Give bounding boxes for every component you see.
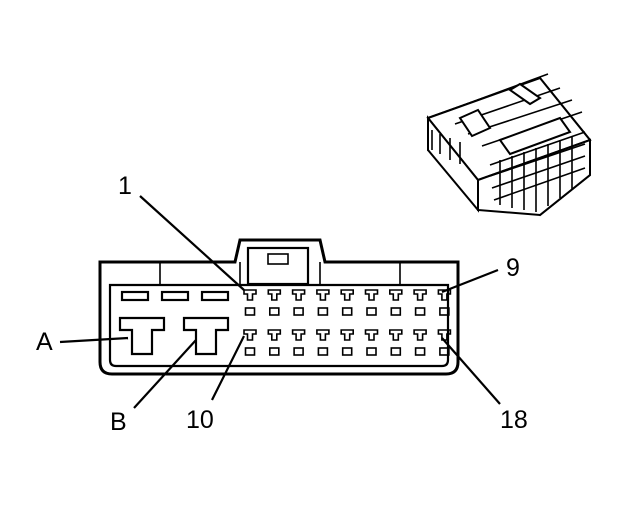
signal-pin-17 xyxy=(413,329,427,341)
signal-pin-11 xyxy=(267,329,282,341)
signal-pin-16 xyxy=(389,329,403,341)
signal-pin-9-lock xyxy=(439,307,450,316)
signal-pin-7-lock xyxy=(390,307,402,316)
top-slot xyxy=(120,290,150,302)
signal-pin-15 xyxy=(364,329,379,341)
signal-pin-10-lock xyxy=(244,347,256,356)
signal-pin-2 xyxy=(267,289,282,301)
leader-pin-1 xyxy=(139,195,245,291)
signal-pin-10 xyxy=(243,329,257,341)
signal-pin-18 xyxy=(437,329,452,341)
signal-pin-13-lock xyxy=(317,347,329,356)
signal-pin-12 xyxy=(291,329,306,341)
signal-pin-14-lock xyxy=(341,347,353,356)
signal-pin-8-lock xyxy=(414,307,426,316)
label-pin-1: 1 xyxy=(118,172,132,200)
signal-pin-9 xyxy=(437,289,452,301)
power-cavity-b xyxy=(182,316,230,356)
top-slot xyxy=(200,290,230,302)
signal-pin-14 xyxy=(340,329,354,341)
signal-pin-4-lock xyxy=(317,307,329,316)
signal-pin-18-lock xyxy=(439,347,450,356)
signal-pin-8 xyxy=(413,289,427,301)
label-pin-18: 18 xyxy=(500,406,528,434)
connector-face-view xyxy=(98,238,460,376)
label-cavity-a: A xyxy=(36,328,53,356)
signal-pin-grid xyxy=(243,289,452,356)
label-pin-9: 9 xyxy=(506,254,520,282)
signal-pin-5 xyxy=(340,289,354,301)
signal-pin-17-lock xyxy=(414,347,426,356)
signal-pin-15-lock xyxy=(366,347,377,356)
signal-pin-13 xyxy=(316,329,330,341)
leader-cavity-a xyxy=(59,336,129,344)
signal-pin-5-lock xyxy=(341,307,353,316)
leader-pin-10 xyxy=(211,335,245,401)
callout-leaders xyxy=(59,195,501,409)
leader-pin-18 xyxy=(441,337,501,405)
leader-pin-9 xyxy=(441,268,499,294)
label-cavity-b: B xyxy=(110,408,127,436)
signal-pin-6-lock xyxy=(366,307,377,316)
connector-isometric-view xyxy=(426,73,592,217)
latch-slot xyxy=(267,253,289,265)
power-cavity-a xyxy=(118,316,166,356)
latch-tab xyxy=(246,246,310,286)
signal-pin-7 xyxy=(389,289,403,301)
signal-pin-2-lock xyxy=(268,307,280,316)
signal-pin-11-lock xyxy=(268,347,280,356)
signal-pin-12-lock xyxy=(293,347,304,356)
signal-pin-1 xyxy=(243,289,257,301)
signal-pin-6 xyxy=(364,289,379,301)
signal-pin-1-lock xyxy=(244,307,256,316)
signal-pin-3 xyxy=(291,289,306,301)
top-slot xyxy=(160,290,190,302)
signal-pin-16-lock xyxy=(390,347,402,356)
label-pin-10: 10 xyxy=(186,406,214,434)
signal-pin-3-lock xyxy=(293,307,304,316)
signal-pin-4 xyxy=(316,289,330,301)
leader-cavity-b xyxy=(133,339,197,409)
connector-face xyxy=(108,283,450,368)
